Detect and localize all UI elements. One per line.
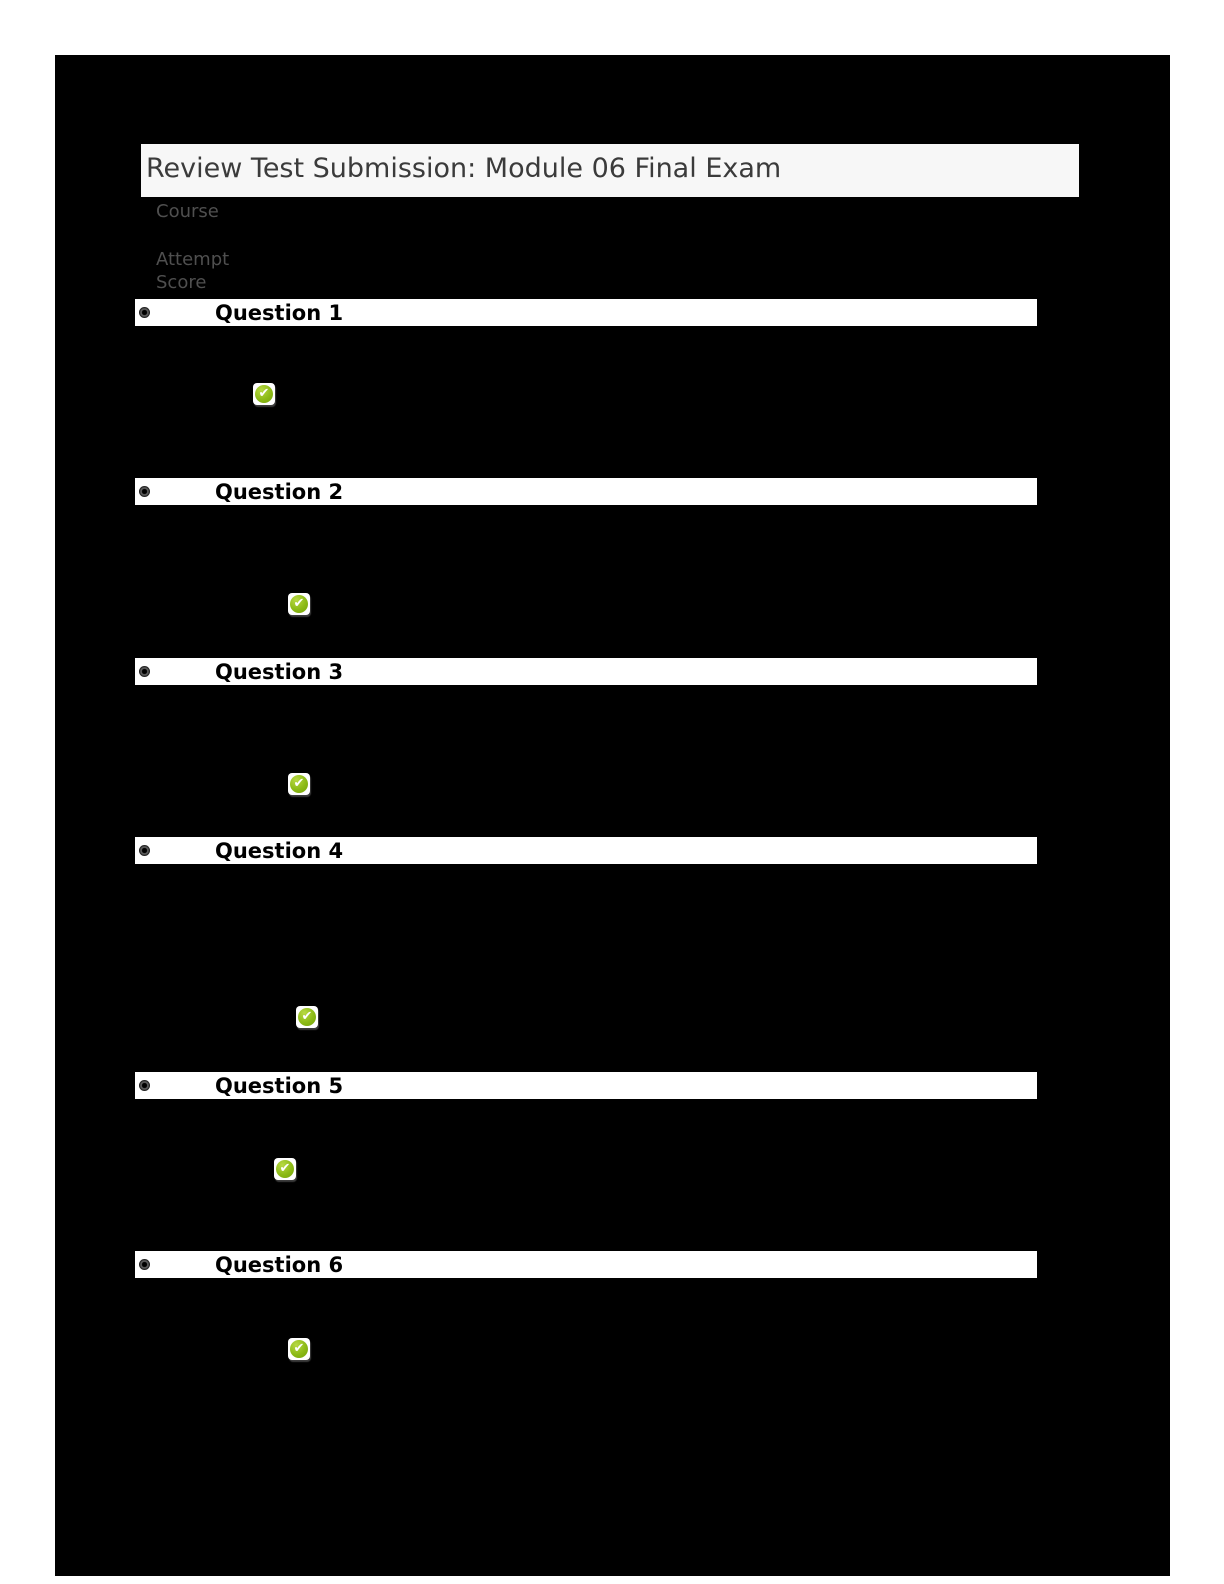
question-header-3: Question 3 [135, 658, 1037, 685]
course-label: Course [156, 201, 219, 222]
green-check-icon: ✔ [290, 595, 308, 613]
check-glyph: ✔ [293, 775, 305, 791]
correct-answer-check-icon: ✔ [253, 383, 275, 405]
question-label: Question 1 [215, 300, 344, 325]
radio-bullet-icon [139, 666, 150, 677]
page-title-text: Review Test Submission: Module 06 Final … [146, 153, 782, 184]
radio-bullet-icon [139, 486, 150, 497]
page-title: Review Test Submission: Module 06 Final … [141, 144, 1079, 197]
check-glyph: ✔ [279, 1160, 291, 1176]
radio-bullet-icon [139, 845, 150, 856]
attempt-label: Attempt [156, 249, 230, 270]
question-header-1: Question 1 [135, 299, 1037, 326]
score-label: Score [156, 272, 207, 293]
correct-answer-check-icon: ✔ [296, 1006, 318, 1028]
question-header-2: Question 2 [135, 478, 1037, 505]
green-check-icon: ✔ [298, 1008, 316, 1026]
green-check-icon: ✔ [255, 385, 273, 403]
radio-bullet-icon [139, 1259, 150, 1270]
radio-bullet-icon [139, 1080, 150, 1091]
correct-answer-check-icon: ✔ [288, 773, 310, 795]
correct-answer-check-icon: ✔ [288, 1338, 310, 1360]
correct-answer-check-icon: ✔ [288, 593, 310, 615]
question-label: Question 6 [215, 1252, 344, 1277]
correct-answer-check-icon: ✔ [274, 1158, 296, 1180]
radio-bullet-icon [139, 307, 150, 318]
green-check-icon: ✔ [290, 775, 308, 793]
question-label: Question 2 [215, 479, 344, 504]
question-header-4: Question 4 [135, 837, 1037, 864]
green-check-icon: ✔ [290, 1340, 308, 1358]
check-glyph: ✔ [258, 385, 270, 401]
question-label: Question 3 [215, 659, 344, 684]
content-area [55, 55, 1170, 1576]
question-label: Question 5 [215, 1073, 344, 1098]
check-glyph: ✔ [293, 1340, 305, 1356]
question-header-6: Question 6 [135, 1251, 1037, 1278]
green-check-icon: ✔ [276, 1160, 294, 1178]
check-glyph: ✔ [293, 595, 305, 611]
check-glyph: ✔ [301, 1008, 313, 1024]
question-header-5: Question 5 [135, 1072, 1037, 1099]
question-label: Question 4 [215, 838, 344, 863]
